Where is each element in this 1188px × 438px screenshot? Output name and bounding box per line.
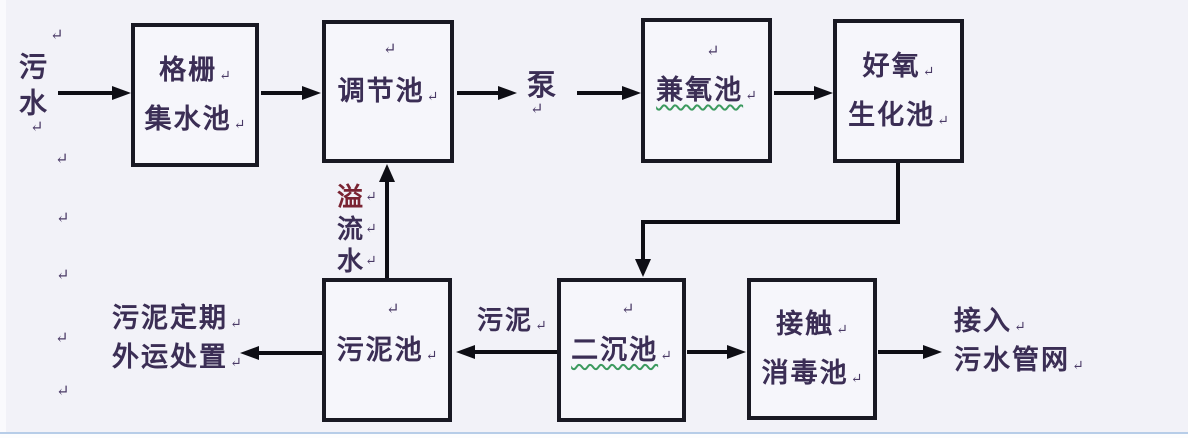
- paragraph-mark-icon: ↵: [56, 210, 70, 227]
- return-mark-icon: ↵: [660, 348, 672, 364]
- paragraph-mark-icon: ↵: [50, 27, 64, 44]
- arrow-facultative-to-aerobic: [774, 91, 814, 95]
- arrowhead-right-icon: [814, 86, 833, 100]
- node-grid-sump-line2: 集水池↵: [144, 104, 246, 134]
- arrowhead-right-icon: [622, 86, 641, 100]
- arrow-gridsump-to-regulating: [261, 91, 302, 95]
- paragraph-mark-icon: ↵: [55, 330, 69, 347]
- paragraph-mark-icon: ↵: [56, 267, 70, 284]
- label-outlet-network: 接入↵ 污水管网↵: [954, 305, 1084, 383]
- return-mark-icon: ↵: [850, 372, 863, 387]
- arrowhead-right-icon: [302, 86, 321, 100]
- return-mark-icon: ↵: [1072, 359, 1084, 374]
- arrowhead-left-icon: [240, 346, 259, 360]
- return-mark-icon: ↵: [233, 118, 246, 133]
- return-mark-icon: ↵: [365, 190, 377, 205]
- return-mark-icon: ↵: [535, 319, 547, 334]
- overflow-char-1: 溢: [337, 183, 364, 212]
- arrowhead-right-icon: [112, 86, 131, 100]
- node-sludge-tank-line1: 污泥池↵: [336, 334, 438, 365]
- node-aerobic-tank-line2: 生化池↵: [848, 100, 949, 130]
- arrow-pump-to-facultative: [577, 91, 622, 95]
- paragraph-mark-icon: ↵: [706, 43, 720, 60]
- arrow-sludgetank-to-disposal: [259, 351, 322, 355]
- arrowhead-right-icon: [923, 345, 942, 359]
- node-grid-sump-line1: 格栅↵: [159, 55, 231, 85]
- label-sludge-disposal-line2: 外运处置↵: [112, 342, 242, 372]
- arrow-clarifier-to-disinfection: [687, 350, 727, 354]
- paragraph-mark-icon: ↵: [55, 151, 69, 168]
- return-mark-icon: ↵: [922, 65, 935, 80]
- arrow-overflow-return: [385, 181, 389, 278]
- label-overflow-water: 溢↵ 流↵ 水↵: [337, 182, 377, 278]
- arrowhead-right-icon: [727, 345, 746, 359]
- return-mark-icon: ↵: [365, 222, 377, 237]
- return-mark-icon: ↵: [230, 356, 242, 371]
- return-mark-icon: ↵: [219, 69, 231, 84]
- connector-aerobic-across: [641, 220, 900, 224]
- arrow-disinfection-to-outlet: [878, 350, 923, 354]
- return-mark-icon: ↵: [425, 348, 438, 364]
- label-influent: 污水: [15, 52, 46, 124]
- node-facultative-tank-line1: 兼氧池↵: [656, 75, 757, 105]
- paragraph-mark-icon: ↵: [621, 301, 635, 318]
- return-mark-icon: ↵: [365, 254, 377, 269]
- return-mark-icon: ↵: [230, 317, 242, 332]
- label-sludge: 污泥↵: [477, 306, 547, 335]
- node-sludge-tank: 污泥池↵: [322, 278, 452, 422]
- node-regulating-tank: 调节池↵: [322, 20, 454, 163]
- return-mark-icon: ↵: [937, 114, 949, 129]
- node-contact-disinfection: 接触↵ 消毒池↵: [747, 278, 877, 420]
- footer-rule: [0, 432, 1188, 434]
- footer-background: [0, 434, 1188, 438]
- node-secondary-clarifier-line1: 二沉池↵: [571, 334, 672, 365]
- arrowhead-down-icon: [635, 259, 651, 277]
- node-regulating-tank-line1: 调节池↵: [337, 76, 439, 106]
- label-outlet-line2: 污水管网↵: [954, 345, 1084, 375]
- node-grid-sump: 格栅↵ 集水池↵: [131, 23, 259, 167]
- paragraph-mark-icon: ↵: [30, 119, 44, 136]
- connector-aerobic-down: [896, 163, 900, 224]
- overflow-char-2: 流: [337, 215, 364, 244]
- arrow-regulating-to-pump: [457, 91, 498, 95]
- page-edge-strip: [0, 0, 6, 432]
- label-sludge-disposal: 污泥定期↵ 外运处置↵: [112, 302, 242, 380]
- node-aerobic-tank: 好氧↵ 生化池↵: [833, 19, 964, 163]
- paragraph-mark-icon: ↵: [383, 41, 397, 58]
- connector-aerobic-drop: [641, 220, 645, 261]
- paragraph-mark-icon: ↵: [530, 101, 544, 118]
- label-outlet-line1: 接入↵: [954, 306, 1026, 336]
- label-pump: 泵: [527, 70, 557, 102]
- return-mark-icon: ↵: [1014, 320, 1026, 335]
- overflow-char-3: 水: [337, 247, 364, 276]
- paragraph-mark-icon: ↵: [56, 383, 70, 400]
- node-facultative-tank: 兼氧池↵: [641, 18, 772, 163]
- node-secondary-clarifier: 二沉池↵: [557, 278, 686, 422]
- label-sludge-disposal-line1: 污泥定期↵: [112, 303, 242, 333]
- paragraph-mark-icon: ↵: [386, 301, 400, 318]
- arrowhead-right-icon: [498, 86, 517, 100]
- return-mark-icon: ↵: [836, 323, 848, 338]
- arrow-clarifier-to-sludgetank: [475, 350, 557, 354]
- node-contact-disinfection-line2: 消毒池↵: [761, 358, 863, 388]
- return-mark-icon: ↵: [426, 90, 439, 105]
- return-mark-icon: ↵: [745, 89, 757, 104]
- arrow-influent-to-gridsump: [58, 91, 112, 95]
- arrowhead-left-icon: [456, 345, 475, 359]
- arrowhead-up-icon: [379, 164, 395, 182]
- node-aerobic-tank-line1: 好氧↵: [862, 51, 935, 81]
- node-contact-disinfection-line1: 接触↵: [776, 309, 848, 339]
